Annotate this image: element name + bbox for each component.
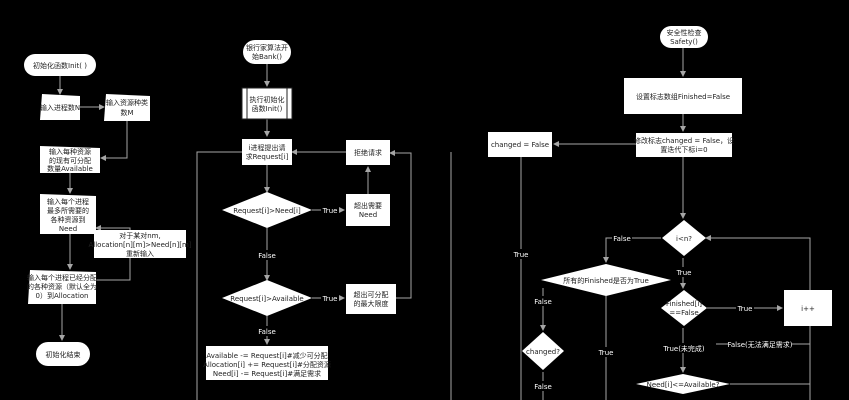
- svg-text:==False: ==False: [669, 309, 698, 317]
- svg-text:设置标志数组Finished=False: 设置标志数组Finished=False: [636, 92, 730, 101]
- exceed-available-node: 超出可分配 的最大限度: [346, 284, 396, 314]
- svg-text:数M: 数M: [120, 108, 133, 117]
- svg-text:的各种资源（默认全为: 的各种资源（默认全为: [27, 282, 97, 291]
- svg-text:Available -= Request[i]#减少可分配: Available -= Request[i]#减少可分配: [206, 351, 327, 360]
- bank-start-node: 银行家算法开 始Bank(): [243, 40, 291, 64]
- svg-text:changed?: changed?: [526, 348, 560, 356]
- svg-text:修改标志changed = False，设: 修改标志changed = False，设: [634, 136, 734, 145]
- svg-text:Need: Need: [359, 211, 377, 219]
- input-processes-node: 输入进程数N: [40, 94, 80, 120]
- cond-need-decision: Request[i]>Need[i]: [222, 192, 312, 228]
- changed-false-node: changed = False: [488, 132, 552, 157]
- cond-need-available-decision: Need[i]<=Available?: [636, 374, 730, 394]
- svg-text:超出需要: 超出需要: [354, 201, 382, 210]
- svg-text:执行初始化: 执行初始化: [250, 95, 285, 104]
- check-need-note: 对于某对nm, Allocation[n][m]>Need[n][m] 重新输入: [88, 230, 192, 258]
- svg-text:i++: i++: [801, 305, 815, 313]
- allocate-node: Available -= Request[i]#减少可分配 Allocation…: [203, 346, 331, 380]
- svg-text:Need[i] -= Request[i]#满足需求: Need[i] -= Request[i]#满足需求: [213, 369, 321, 378]
- svg-text:True: True: [322, 207, 338, 215]
- svg-text:i进程提出请: i进程提出请: [249, 143, 286, 152]
- svg-text:Allocation[n][m]>Need[n][m]: Allocation[n][m]>Need[n][m]: [88, 241, 191, 249]
- svg-text:Need: Need: [59, 225, 77, 233]
- cond-all-finished-decision: 所有的Finished是否为True: [541, 264, 671, 296]
- input-need-node: 输入每个进程 最多所需要的 各种资源到 Need: [40, 194, 96, 234]
- svg-text:True: True: [676, 269, 692, 277]
- exceed-need-node: 超出需要 Need: [346, 194, 390, 226]
- svg-text:Need[i]<=Available?: Need[i]<=Available?: [647, 381, 720, 389]
- svg-text:Request[i]>Available: Request[i]>Available: [230, 295, 303, 303]
- svg-text:始Bank(): 始Bank(): [252, 52, 282, 61]
- svg-text:输入进程数N: 输入进程数N: [40, 103, 80, 112]
- svg-text:初始化函数Init( ): 初始化函数Init( ): [33, 61, 87, 70]
- svg-text:True: True: [513, 251, 529, 259]
- refuse-node: 拒绝请求: [346, 140, 390, 165]
- set-finished-node: 设置标志数组Finished=False: [624, 78, 742, 114]
- svg-text:False(无法满足需求): False(无法满足需求): [727, 340, 792, 349]
- bank-edge-labels: True False True False: [256, 205, 339, 336]
- cond-changed-decision: changed?: [522, 332, 564, 370]
- svg-text:安全性检查: 安全性检查: [667, 28, 702, 37]
- svg-text:Safety(): Safety(): [670, 38, 698, 46]
- svg-text:所有的Finished是否为True: 所有的Finished是否为True: [563, 276, 649, 285]
- increment-node: i++: [784, 290, 832, 326]
- svg-text:Finished[i]: Finished[i]: [666, 300, 702, 308]
- request-node: i进程提出请 求Request[i]: [242, 139, 292, 165]
- svg-text:输入资源种类: 输入资源种类: [106, 98, 148, 107]
- svg-text:False: False: [613, 235, 631, 243]
- safety-edge-labels: False True True True False True False Tr…: [511, 233, 793, 391]
- svg-text:最多所需要的: 最多所需要的: [47, 206, 89, 215]
- init-start-node: 初始化函数Init( ): [24, 54, 96, 76]
- svg-text:True(未完成): True(未完成): [662, 344, 705, 353]
- svg-text:输入每种资源: 输入每种资源: [49, 147, 91, 156]
- svg-text:False: False: [258, 328, 276, 336]
- cond-finished-i-decision: Finished[i] ==False: [661, 290, 707, 326]
- svg-text:银行家算法开: 银行家算法开: [246, 43, 288, 52]
- svg-text:对于某对nm,: 对于某对nm,: [119, 231, 160, 240]
- svg-text:True: True: [737, 305, 753, 313]
- svg-text:函数Init(): 函数Init(): [252, 104, 283, 113]
- svg-text:Request[i]>Need[i]: Request[i]>Need[i]: [233, 207, 301, 215]
- svg-text:False: False: [534, 383, 552, 391]
- svg-text:初始化结束: 初始化结束: [46, 350, 81, 359]
- svg-text:True: True: [322, 295, 338, 303]
- svg-text:Allocation[i] += Request[i]#分配: Allocation[i] += Request[i]#分配资源: [203, 360, 331, 369]
- modify-changed-node: 修改标志changed = False，设 置迭代下标i=0: [634, 133, 734, 157]
- input-allocation-node: 输入每个进程已经分配 的各种资源（默认全为 0）到Allocation: [27, 270, 97, 304]
- svg-text:i<n?: i<n?: [676, 235, 692, 243]
- svg-text:True: True: [598, 349, 614, 357]
- svg-text:0）到Allocation: 0）到Allocation: [36, 292, 89, 300]
- svg-text:求Request[i]: 求Request[i]: [246, 152, 289, 161]
- run-init-node: 执行初始化 函数Init(): [241, 87, 293, 120]
- svg-text:超出可分配: 超出可分配: [354, 290, 389, 299]
- svg-text:各种资源到: 各种资源到: [51, 215, 86, 224]
- svg-text:的现有可分配: 的现有可分配: [49, 156, 91, 165]
- svg-text:置迭代下标i=0: 置迭代下标i=0: [660, 145, 707, 154]
- svg-text:重新输入: 重新输入: [126, 249, 154, 258]
- svg-text:False: False: [258, 252, 276, 260]
- svg-text:False: False: [534, 298, 552, 306]
- svg-text:输入每个进程: 输入每个进程: [47, 197, 89, 206]
- cond-i-n-decision: i<n?: [662, 220, 706, 256]
- svg-text:changed = False: changed = False: [491, 141, 549, 149]
- safety-start-node: 安全性检查 Safety(): [660, 26, 708, 48]
- cond-available-decision: Request[i]>Available: [222, 280, 312, 316]
- svg-text:数量Available: 数量Available: [47, 164, 93, 173]
- init-end-node: 初始化结束: [36, 342, 90, 366]
- svg-text:拒绝请求: 拒绝请求: [354, 148, 382, 157]
- svg-text:的最大限度: 的最大限度: [354, 299, 389, 308]
- input-available-node: 输入每种资源 的现有可分配 数量Available: [40, 146, 100, 173]
- input-resource-types-node: 输入资源种类 数M: [104, 94, 150, 121]
- svg-text:输入每个进程已经分配: 输入每个进程已经分配: [27, 273, 97, 282]
